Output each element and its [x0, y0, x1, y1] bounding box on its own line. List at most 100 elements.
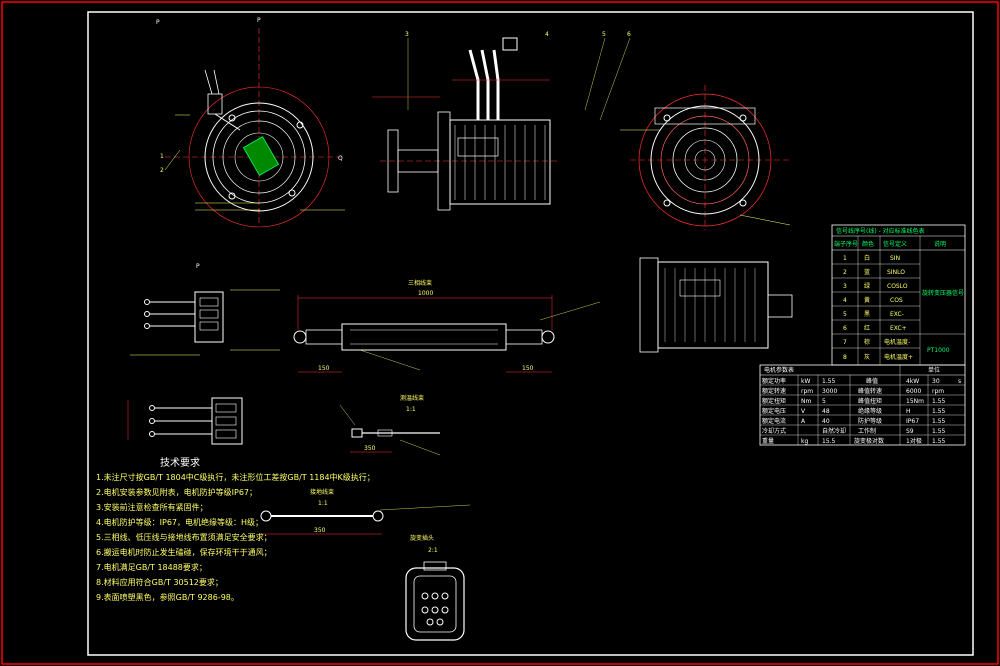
tech-item: 8.材料应用符合GB/T 30512要求； — [96, 577, 223, 587]
pin-header: 端子序号 — [834, 240, 858, 248]
view-mark-p-connector: P — [196, 263, 200, 270]
pin-table-title: 信号线序号(线) - 对应标准线色表 — [836, 227, 925, 235]
pin-cell: 4 — [843, 297, 847, 304]
pin-cell: 黄 — [864, 296, 870, 304]
pin-cell: 黑 — [864, 311, 870, 318]
leader-tag-3: 3 — [405, 31, 409, 38]
pin-cell: 棕 — [864, 338, 870, 346]
param-cell: 40 — [822, 418, 830, 425]
param-cell: 1.55 — [932, 398, 946, 405]
pin-cell: 1 — [843, 255, 847, 262]
pin-cell: SINLO — [887, 269, 905, 276]
sensor-cable-dim: 350 — [364, 445, 376, 452]
tech-item: 9.表面喷塑黑色，参照GB/T 9286-98。 — [96, 592, 239, 602]
pin-cell: COS — [890, 297, 903, 304]
pin-cell: 电机温度+ — [884, 353, 913, 361]
cable-view-title: 三相线束 — [408, 279, 432, 287]
pin-table: 信号线序号(线) - 对应标准线色表 端子序号 颜色 信号定义 说明 1 白 S… — [831, 224, 966, 366]
ground-cable-scale: 1:1 — [318, 500, 328, 507]
tech-item: 6.搬运电机时防止发生磕碰，保存环境干于通风； — [96, 547, 272, 557]
param-cell: 额定电流 — [762, 417, 786, 425]
param-cell: 峰值扭矩 — [858, 397, 882, 405]
param-cell: IP67 — [906, 418, 919, 425]
right-end-view — [620, 85, 791, 230]
param-table-title: 电机参数表 — [764, 366, 794, 374]
param-cell: 1对极 — [906, 437, 922, 445]
param-cell: Nm — [801, 398, 811, 405]
left-view-mark: P — [156, 19, 160, 26]
leader-tag-6: 6 — [627, 31, 631, 38]
param-cell: 绝缘等级 — [858, 407, 882, 415]
leader-tag-2: 2 — [160, 167, 164, 174]
param-cell: 工作制 — [858, 427, 876, 435]
pin-cell: 蓝 — [864, 268, 870, 276]
param-cell: A — [801, 418, 806, 425]
param-cell: 额定功率 — [762, 377, 786, 385]
param-cell: 1.55 — [822, 378, 836, 385]
param-cell: 1.55 — [932, 418, 946, 425]
param-cell: kg — [801, 438, 808, 445]
connector-title: 旋变插头 — [410, 534, 434, 542]
pin-cell: 8 — [843, 354, 847, 361]
connector-scale: 2:1 — [428, 547, 438, 554]
sensor-cable-title: 测温线束 — [400, 394, 424, 402]
ground-cable-dim: 350 — [314, 527, 326, 534]
pin-cell: 绿 — [864, 282, 870, 290]
param-cell: 1.55 — [932, 428, 946, 435]
connector-top-view: P — [130, 263, 280, 356]
param-cell: S9 — [906, 428, 914, 435]
param-cell: 1.55 — [932, 438, 946, 445]
motor-body-view — [639, 257, 793, 353]
param-cell: 6000 — [906, 388, 921, 395]
ground-cable-view: 接地线束 1:1 350 — [260, 488, 471, 535]
pin-header: 颜色 — [862, 240, 874, 248]
pin-cell: 旋转变压器信号 — [922, 289, 964, 297]
param-cell: 30 — [932, 378, 940, 385]
param-cell: 额定电压 — [762, 407, 786, 415]
sensor-cable-view: 测温线束 1:1 350 — [339, 394, 441, 456]
side-view: 3 5 6 — [372, 31, 631, 211]
param-cell: 4kW — [906, 378, 919, 385]
param-cell: 额定扭矩 — [762, 397, 786, 405]
tech-item: 2.电机安装参数见附表，电机防护等级IP67； — [96, 487, 257, 497]
view-mark-p-top: P — [257, 17, 261, 24]
param-cell: 冷却方式 — [762, 427, 786, 435]
pin-cell: 电机温度- — [884, 338, 910, 346]
param-cell: 旋变极对数 — [854, 437, 884, 445]
drawing-frame — [87, 11, 974, 656]
param-cell: 防护等级 — [858, 417, 882, 425]
leader-tag-4: 4 — [545, 31, 549, 38]
pin-cell: SIN — [890, 255, 900, 262]
param-cell: 峰值转速 — [858, 387, 882, 395]
param-cell: 峰值 — [866, 377, 878, 385]
pin-header: 信号定义 — [883, 240, 907, 248]
pin-cell: 2 — [843, 269, 847, 276]
param-cell: rpm — [801, 388, 813, 395]
tech-item: 4.电机防护等级：IP67，电机绝缘等级：H级； — [96, 517, 263, 527]
param-cell: 15.5 — [822, 438, 836, 445]
pin-cell: EXC+ — [890, 325, 907, 332]
param-unit-header: 单位 — [928, 366, 940, 374]
param-cell: V — [801, 408, 806, 415]
tech-item: 1.未注尺寸按GB/T 1804中C级执行，未注形位工差按GB/T 1184中K… — [96, 472, 375, 482]
param-cell: 额定转速 — [762, 387, 786, 395]
tech-requirements: 技术要求 1.未注尺寸按GB/T 1804中C级执行，未注形位工差按GB/T 1… — [96, 456, 375, 602]
pin-cell: COSLO — [887, 283, 908, 290]
pin-header: 说明 — [934, 240, 946, 248]
pin-cell: EXC- — [890, 311, 904, 318]
ground-cable-title: 接地线束 — [310, 488, 334, 496]
tech-item: 5.三相线、低压线与接地线布置须满足安全要求； — [96, 532, 272, 542]
param-cell: 重量 — [762, 437, 774, 445]
cable-dim-left: 150 — [318, 365, 330, 372]
pin-cell: 5 — [843, 311, 847, 318]
param-table: 电机参数表 单位 额定功率 kW 1.55 峰值 4kW 30 s 额定转速 r… — [759, 364, 966, 446]
tech-item: 7.电机满足GB/T 18488要求； — [96, 562, 207, 572]
pin-cell: PT1000 — [927, 347, 950, 354]
connector-front-view — [127, 397, 243, 445]
param-cell: 5 — [822, 398, 826, 405]
resolver-connector-view: 旋变插头 2:1 — [405, 534, 465, 641]
section-mark-q: Q — [338, 155, 343, 162]
